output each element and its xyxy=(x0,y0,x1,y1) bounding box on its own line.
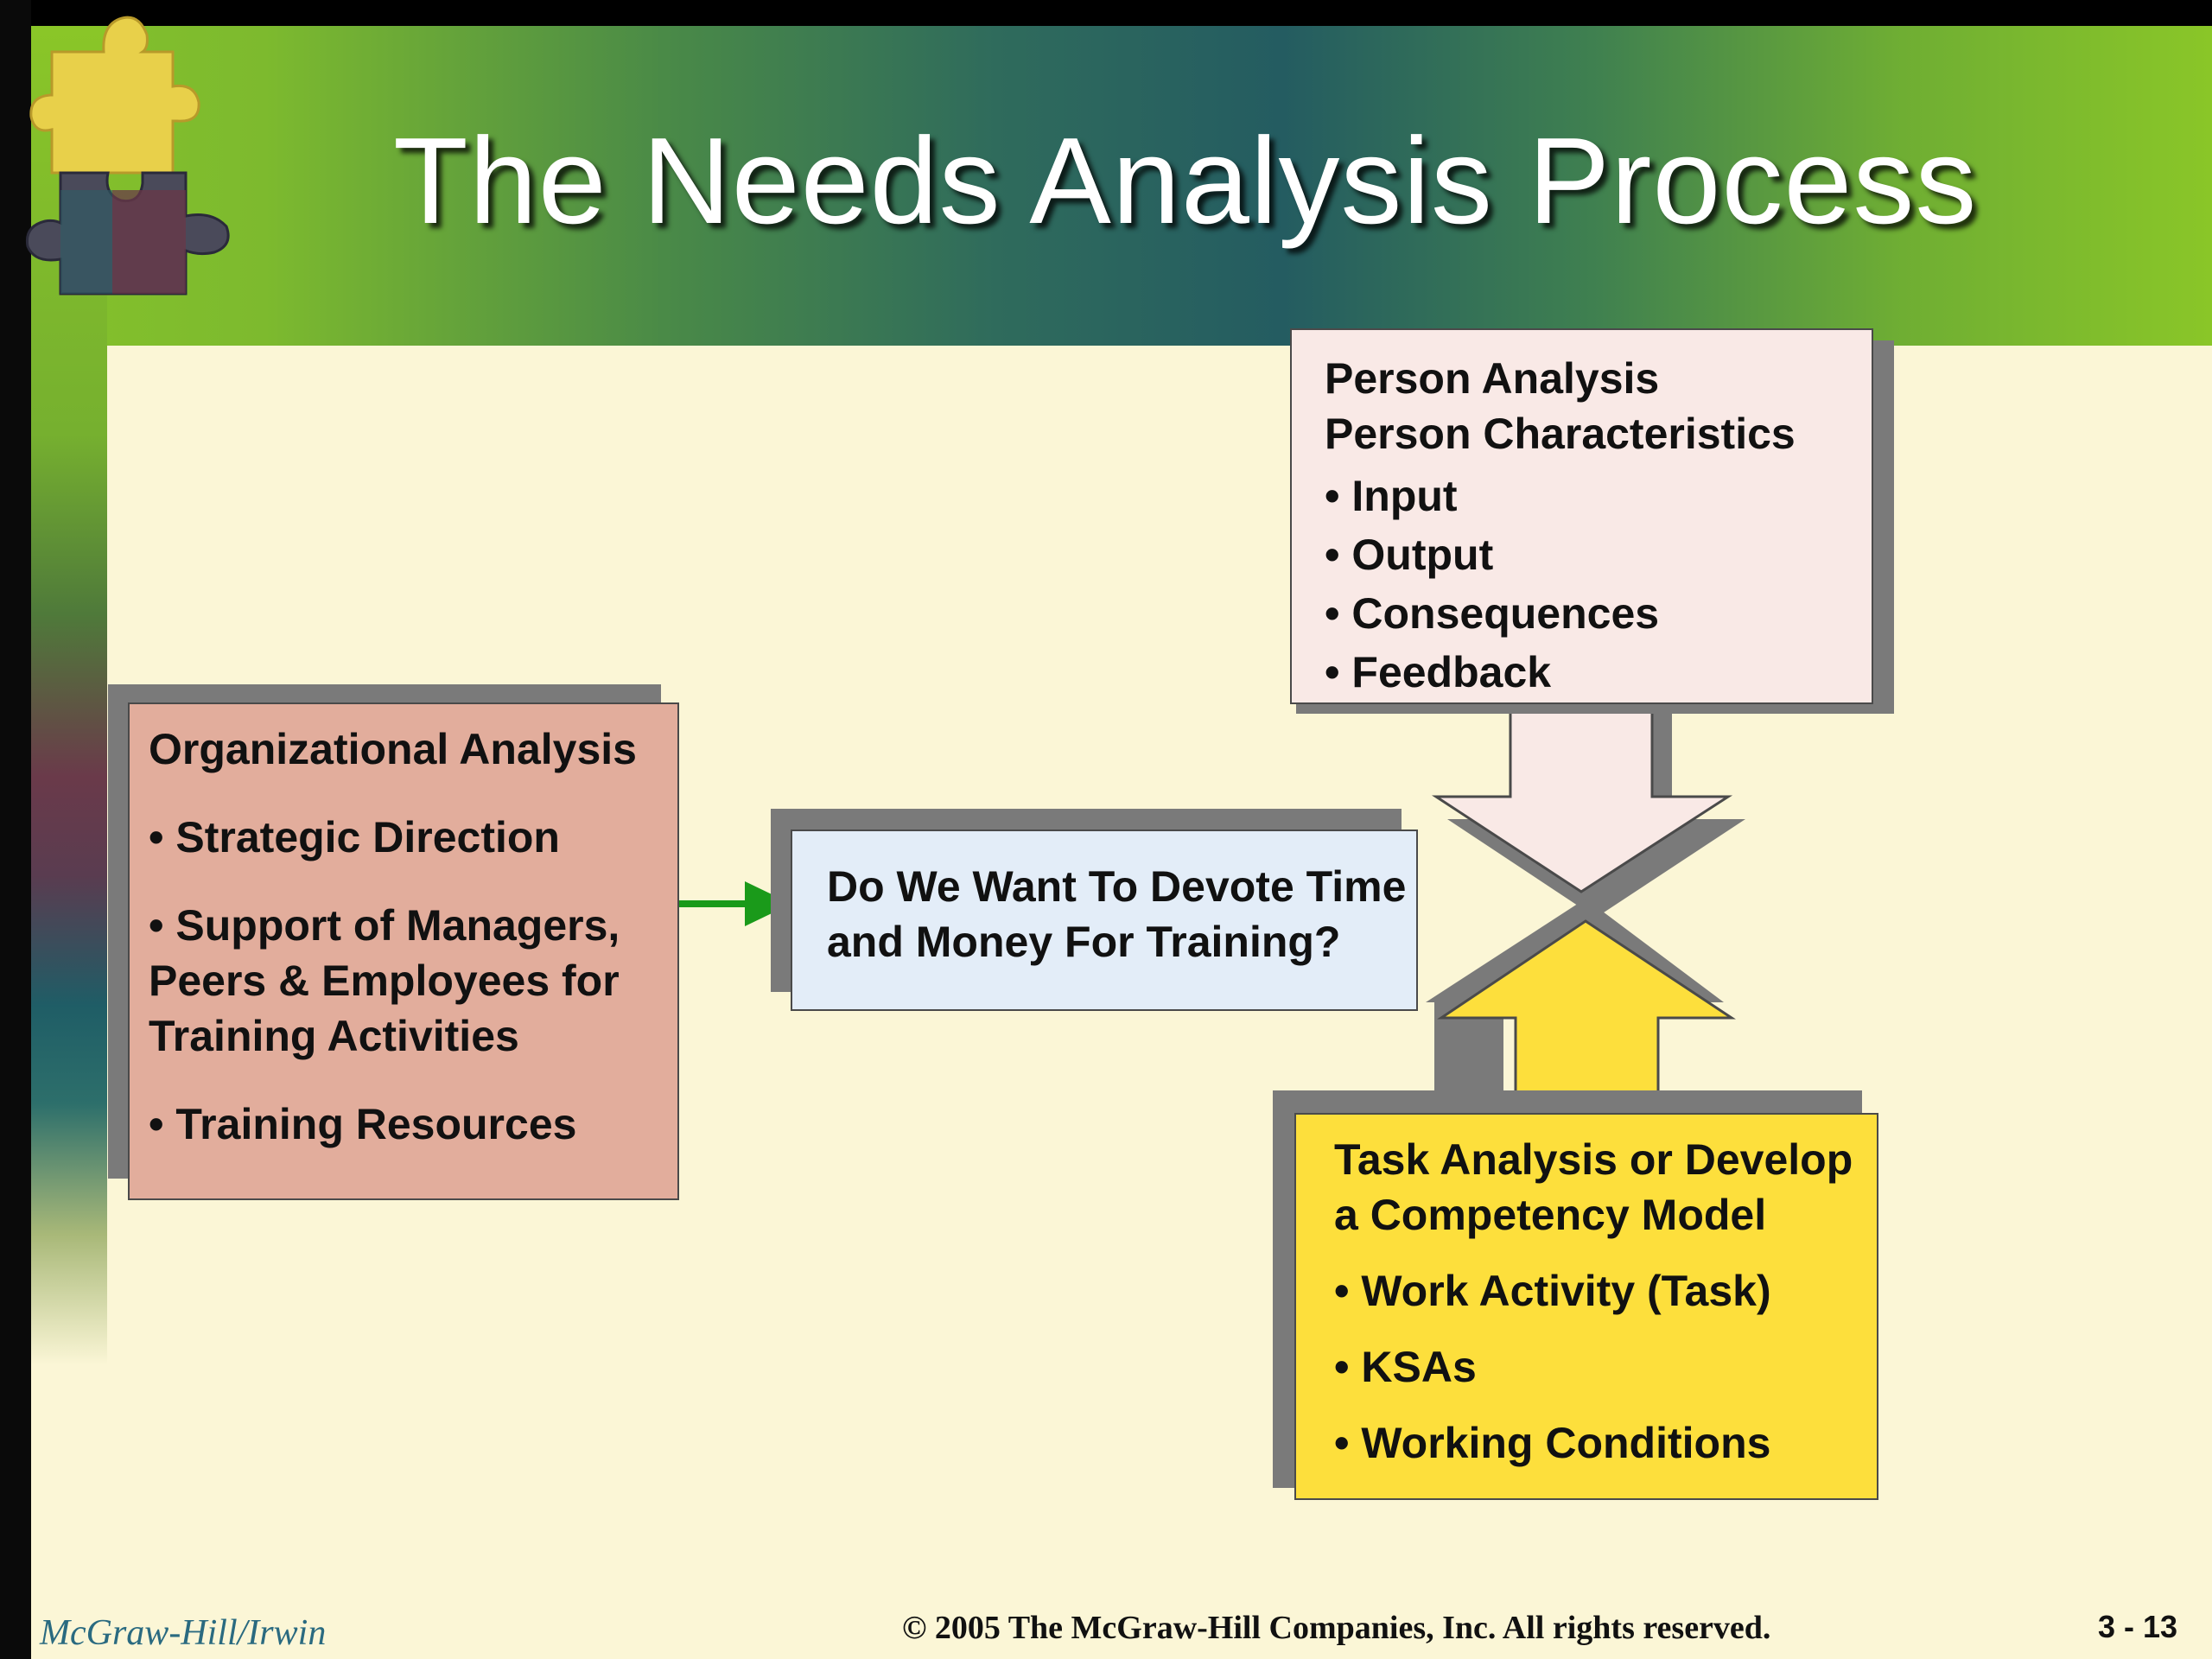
person-bullet-feedback: • Feedback xyxy=(1325,648,1552,696)
org-bullet-support-line3: Training Activities xyxy=(149,1012,519,1060)
slide-title: The Needs Analysis Process xyxy=(393,112,1978,250)
task-bullet-work-activity: • Work Activity (Task) xyxy=(1334,1267,1771,1315)
task-bullet-ksas: • KSAs xyxy=(1334,1343,1477,1391)
person-bullet-consequences: • Consequences xyxy=(1325,589,1660,638)
person-heading-1: Person Analysis xyxy=(1325,354,1660,403)
person-heading-2: Person Characteristics xyxy=(1325,410,1796,458)
org-bullet-training-resources: • Training Resources xyxy=(149,1100,577,1148)
up-arrow-shadow xyxy=(1426,899,1724,1104)
task-heading-1: Task Analysis or Develop xyxy=(1334,1135,1853,1184)
footer-publisher: McGraw-Hill/Irwin xyxy=(40,1613,327,1653)
decision-line-1: Do We Want To Devote Time xyxy=(827,862,1407,911)
organizational-analysis-box: Organizational Analysis • Strategic Dire… xyxy=(128,702,679,1200)
top-border xyxy=(0,0,2212,26)
decision-line-2: and Money For Training? xyxy=(827,918,1341,966)
person-bullet-input: • Input xyxy=(1325,472,1458,520)
task-bullet-working-conditions: • Working Conditions xyxy=(1334,1419,1771,1467)
person-bullet-output: • Output xyxy=(1325,531,1494,579)
org-bullet-strategic-direction: • Strategic Direction xyxy=(149,813,560,861)
footer-copyright: © 2005 The McGraw-Hill Companies, Inc. A… xyxy=(902,1610,1771,1646)
decision-box: Do We Want To Devote Time and Money For … xyxy=(791,830,1418,1011)
left-decorative-bar xyxy=(31,26,107,1659)
org-bullet-support-line1: • Support of Managers, xyxy=(149,901,620,950)
down-arrow xyxy=(1431,698,1733,893)
task-heading-2: a Competency Model xyxy=(1334,1191,1767,1239)
title-banner xyxy=(0,0,2212,346)
org-heading: Organizational Analysis xyxy=(149,725,637,773)
down-arrow-shadow xyxy=(1447,698,1745,918)
page-number: 3 - 13 xyxy=(2098,1609,2178,1644)
person-analysis-box: Person Analysis Person Characteristics •… xyxy=(1290,328,1873,704)
task-analysis-box: Task Analysis or Develop a Competency Mo… xyxy=(1294,1113,1878,1500)
org-bullet-support-line2: Peers & Employees for xyxy=(149,957,620,1005)
puzzle-pieces-icon xyxy=(25,16,230,296)
left-border xyxy=(0,0,31,1659)
up-arrow xyxy=(1437,919,1736,1118)
